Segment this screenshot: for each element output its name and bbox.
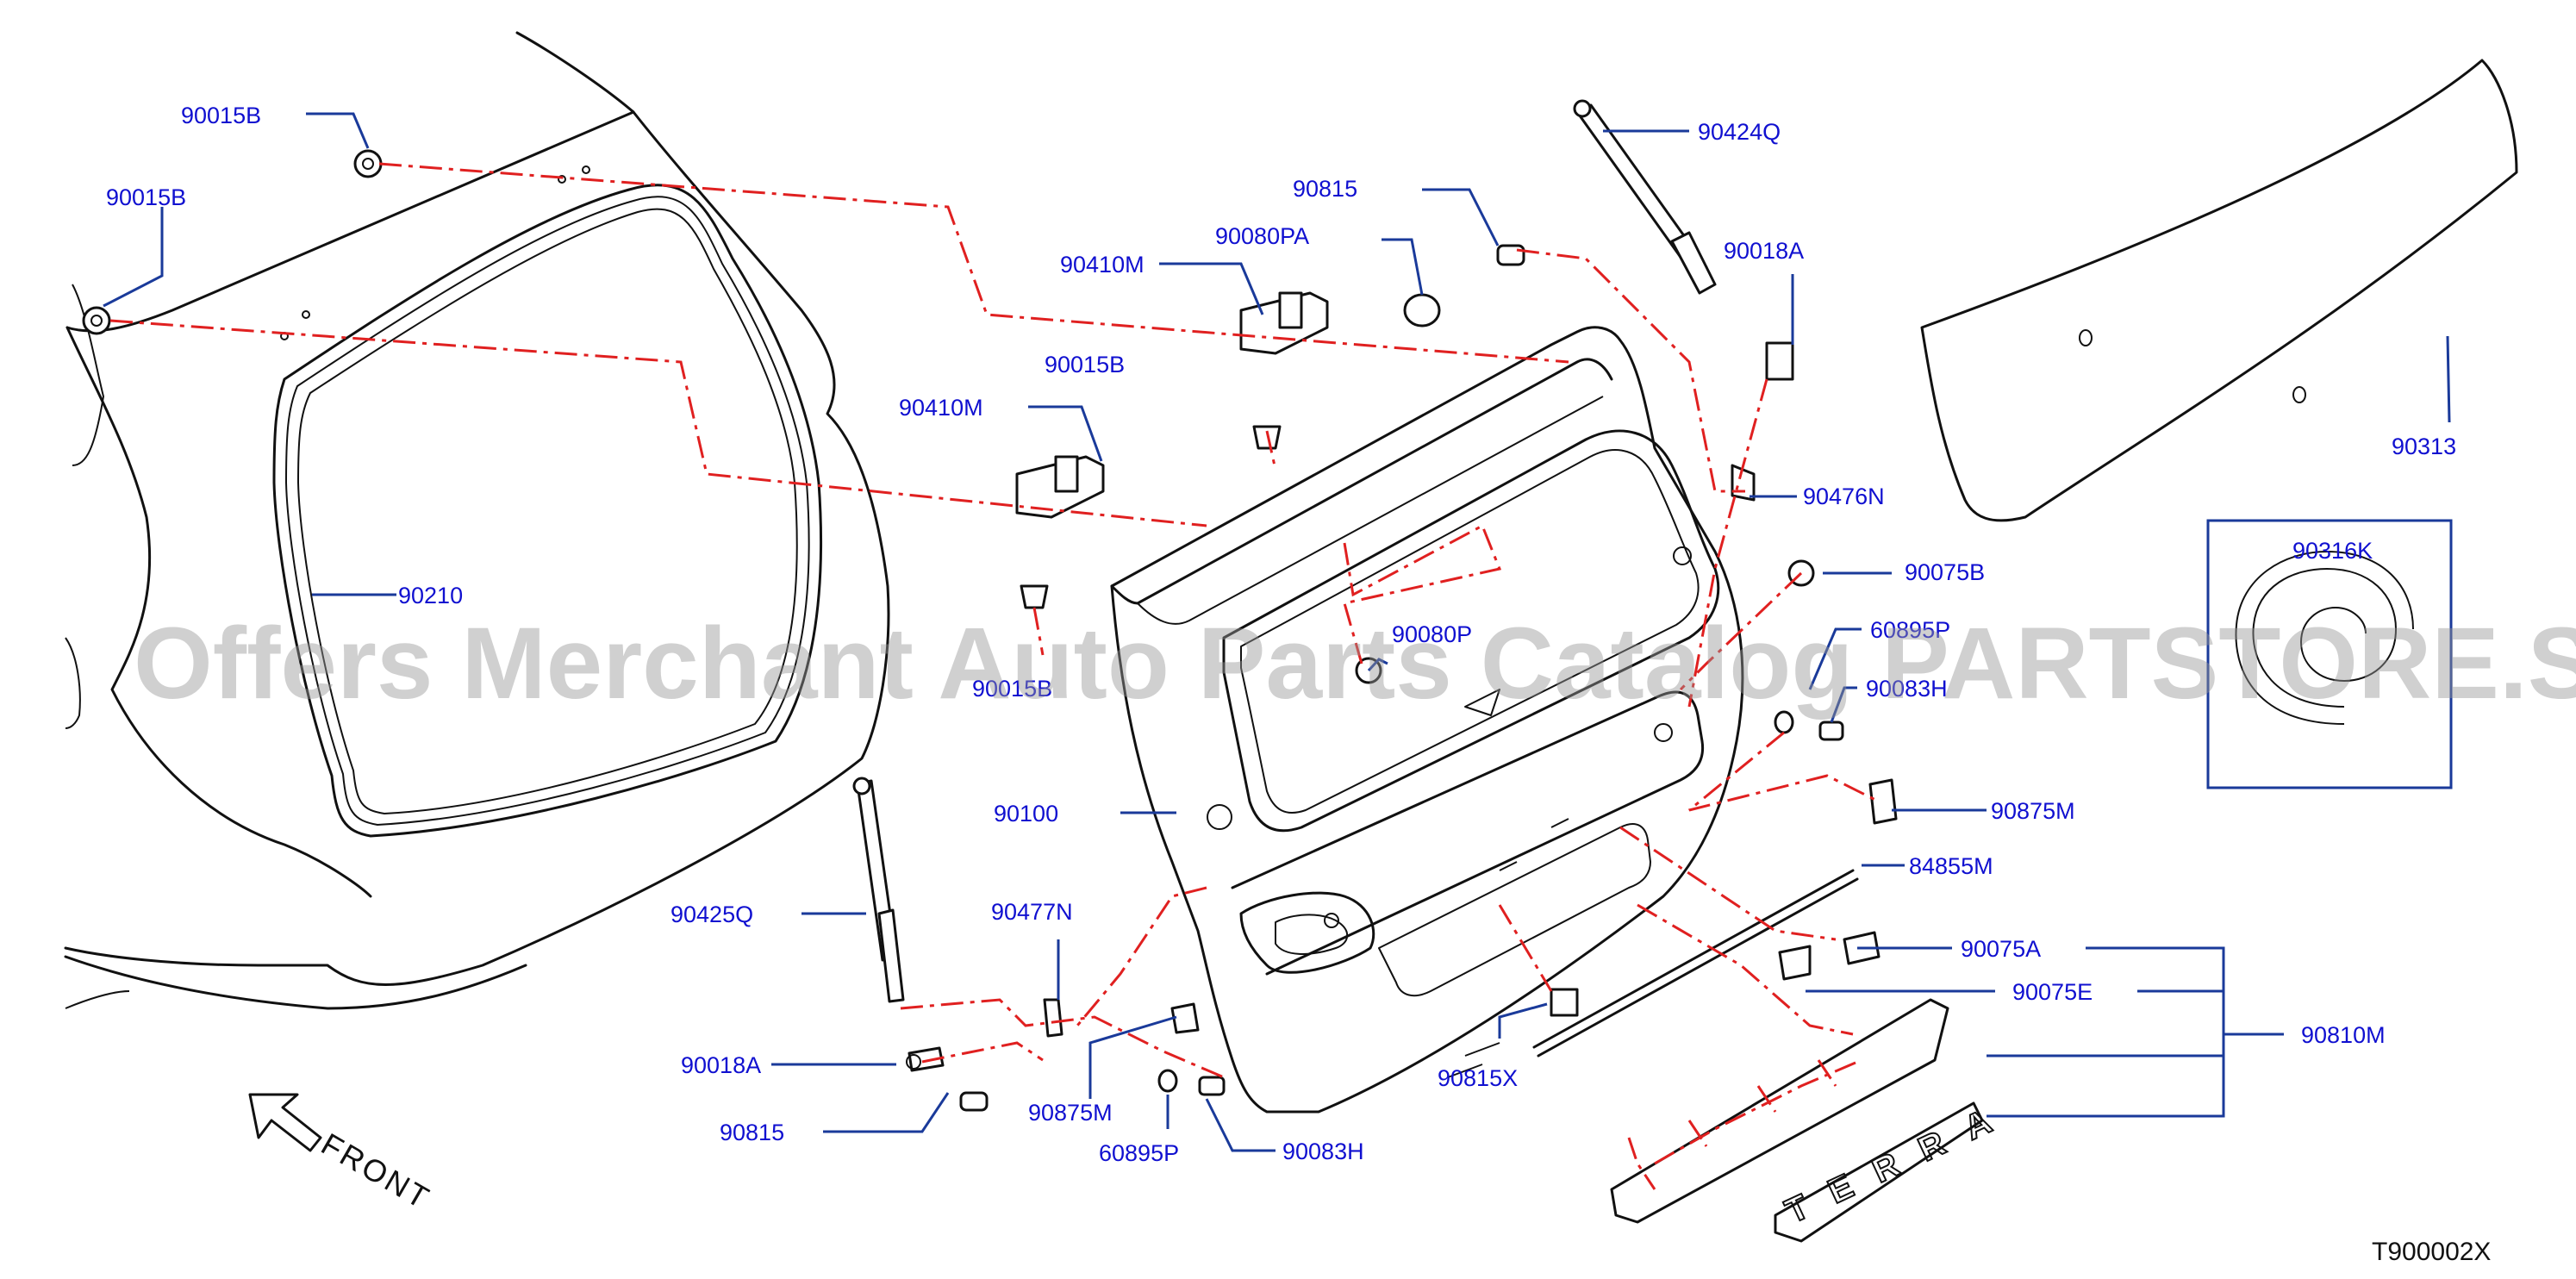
lower-stay bbox=[852, 777, 905, 1003]
label-90075A: 90075A bbox=[1961, 936, 2041, 962]
label-90815-a: 90815 bbox=[1293, 176, 1357, 202]
label-90476N: 90476N bbox=[1803, 484, 1885, 509]
label-90015B-b: 90015B bbox=[106, 184, 186, 210]
back-door-panel bbox=[1110, 326, 1744, 1114]
label-90083H-b: 90083H bbox=[1282, 1139, 1364, 1164]
label-90313: 90313 bbox=[2392, 434, 2456, 459]
label-90316K: 90316K bbox=[2292, 538, 2373, 564]
label-90018A-b: 90018A bbox=[681, 1052, 761, 1078]
watermark: Offers Merchant Auto Parts Catalog PARTS… bbox=[134, 607, 2576, 721]
label-90015B-c: 90015B bbox=[1045, 352, 1125, 377]
label-90210: 90210 bbox=[398, 583, 463, 608]
upper-stay bbox=[1573, 99, 1717, 295]
label-90815X: 90815X bbox=[1438, 1065, 1518, 1091]
hinge-lower bbox=[1015, 455, 1105, 519]
label-90015B-a: 90015B bbox=[181, 103, 261, 128]
label-90477N: 90477N bbox=[991, 899, 1073, 925]
label-90080PA: 90080PA bbox=[1215, 223, 1309, 249]
label-90075E: 90075E bbox=[2012, 979, 2093, 1005]
label-90018A-a: 90018A bbox=[1724, 238, 1804, 264]
trim-strips: TERRA bbox=[1532, 869, 2022, 1243]
body-shell bbox=[64, 31, 890, 1010]
label-90410M-a: 90410M bbox=[1060, 252, 1145, 278]
label-60895P-a: 60895P bbox=[1870, 617, 1950, 643]
label-90015B-d: 90015B bbox=[972, 676, 1052, 702]
label-90080P: 90080P bbox=[1392, 621, 1472, 647]
label-90875M-a: 90875M bbox=[1991, 798, 2075, 824]
label-90100: 90100 bbox=[994, 801, 1058, 827]
small-parts bbox=[82, 149, 1898, 1112]
label-90410M-b: 90410M bbox=[899, 395, 983, 421]
front-label: FRONT bbox=[315, 1126, 437, 1216]
part-labels: 90015B 90015B 90210 90410M 90080PA 90015… bbox=[106, 103, 2456, 1166]
reference-lines bbox=[109, 162, 1880, 1190]
sealant-inset-box bbox=[2206, 519, 2453, 789]
label-84855M: 84855M bbox=[1909, 853, 1993, 879]
hinge-upper bbox=[1239, 291, 1329, 355]
leader-lines bbox=[103, 112, 2451, 1152]
label-90810M: 90810M bbox=[2301, 1022, 2386, 1048]
label-90083H-a: 90083H bbox=[1866, 676, 1948, 702]
label-60895P-b: 60895P bbox=[1099, 1140, 1179, 1166]
rear-window-glass bbox=[1920, 59, 2518, 522]
label-90425Q: 90425Q bbox=[671, 902, 753, 927]
label-90815-b: 90815 bbox=[720, 1120, 784, 1145]
label-90424Q: 90424Q bbox=[1698, 119, 1781, 145]
diagram-code: T900002X bbox=[2372, 1238, 2491, 1266]
label-90875M-b: 90875M bbox=[1028, 1100, 1113, 1126]
label-90075B: 90075B bbox=[1905, 559, 1985, 585]
front-arrow: FRONT bbox=[248, 1093, 437, 1216]
